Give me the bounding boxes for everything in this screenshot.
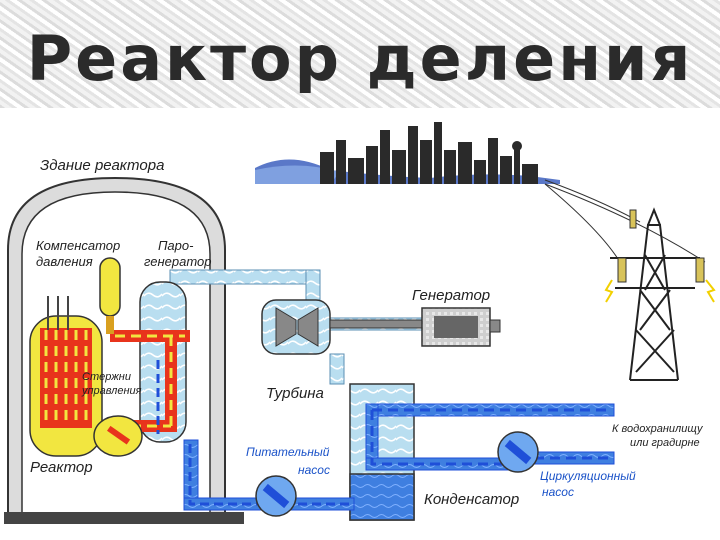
city-skyline: [255, 122, 560, 184]
generator: [329, 307, 501, 347]
cooling-loop: [365, 403, 615, 471]
circulation-pump: [497, 431, 539, 473]
reactor-vessel: [29, 296, 103, 457]
feed-pump: [255, 475, 297, 517]
pressurizer: [99, 257, 121, 334]
label-building: Здание реактора: [40, 157, 164, 174]
turbine: [261, 299, 331, 355]
label-steam-gen-2: генератор: [144, 254, 211, 269]
label-reactor: Реактор: [30, 459, 93, 476]
insulators: [604, 209, 716, 303]
label-pressurizer-1: Компенсатор: [36, 238, 120, 253]
label-reservoir-1: К водохранилищу: [612, 423, 704, 435]
label-circ-pump-2: насос: [542, 485, 574, 499]
label-pressurizer-2: давления: [36, 254, 93, 269]
title-banner: Реактор деления: [0, 0, 720, 108]
label-turbine: Турбина: [266, 385, 324, 402]
power-lines: [544, 179, 706, 263]
label-circ-pump-1: Циркуляционный: [540, 469, 636, 483]
label-condenser: Конденсатор: [424, 491, 519, 508]
transmission-tower: [610, 207, 700, 381]
label-feed-pump-2: насос: [298, 463, 330, 477]
label-control-rods-1: Стержни: [82, 371, 131, 383]
label-generator: Генератор: [412, 287, 490, 304]
steam-generator: [139, 281, 187, 443]
label-reservoir-2: или градирне: [630, 437, 700, 449]
primary-pump: [93, 415, 143, 457]
label-steam-gen-1: Паро-: [158, 238, 194, 253]
page-title: Реактор деления: [26, 22, 694, 95]
label-control-rods-2: управления: [81, 385, 142, 397]
label-feed-pump-1: Питательный: [246, 445, 330, 459]
